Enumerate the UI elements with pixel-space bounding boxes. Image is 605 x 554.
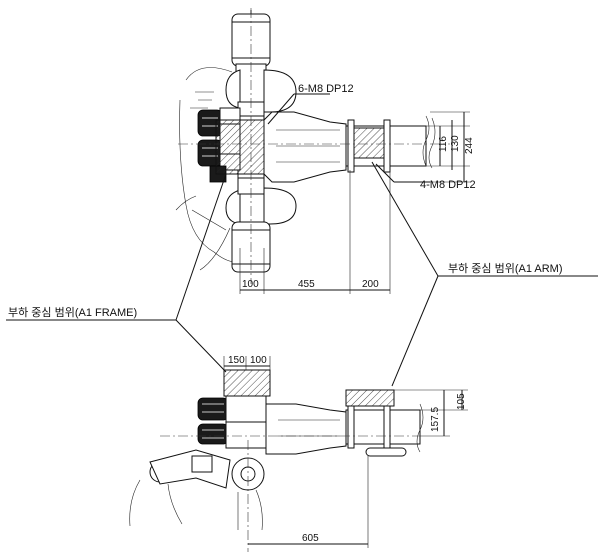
dim-200: 200 xyxy=(362,279,379,290)
side-view xyxy=(129,275,468,552)
dim-455: 455 xyxy=(298,279,315,290)
dim-150-side: 150 xyxy=(228,355,245,366)
arm-body xyxy=(263,111,436,183)
dim-100-side: 100 xyxy=(250,355,267,366)
callout-hole-top: 6-M8 DP12 xyxy=(298,83,354,95)
top-view xyxy=(175,8,470,294)
bottom-wheel xyxy=(225,187,297,273)
frame-zone-hatch xyxy=(215,119,265,175)
dim-244: 244 xyxy=(464,137,475,154)
dim-116: 116 xyxy=(438,136,449,152)
callout-zone-arm: 부하 중심 범위(A1 ARM) xyxy=(448,261,563,275)
dim-130: 130 xyxy=(450,135,461,152)
dim-605: 605 xyxy=(302,533,319,544)
callout-hole-bottom: 4-M8 DP12 xyxy=(420,179,476,191)
callout-zone-frame: 부하 중심 범위(A1 FRAME) xyxy=(8,305,137,319)
dim-105: 105 xyxy=(456,393,467,410)
top-wheel xyxy=(225,10,297,113)
arm-zone-hatch-side xyxy=(345,389,395,407)
frame-zone-hatch-side xyxy=(223,369,271,397)
dim-100-top: 100 xyxy=(242,279,259,290)
dim-157-5: 157.5 xyxy=(430,407,441,432)
